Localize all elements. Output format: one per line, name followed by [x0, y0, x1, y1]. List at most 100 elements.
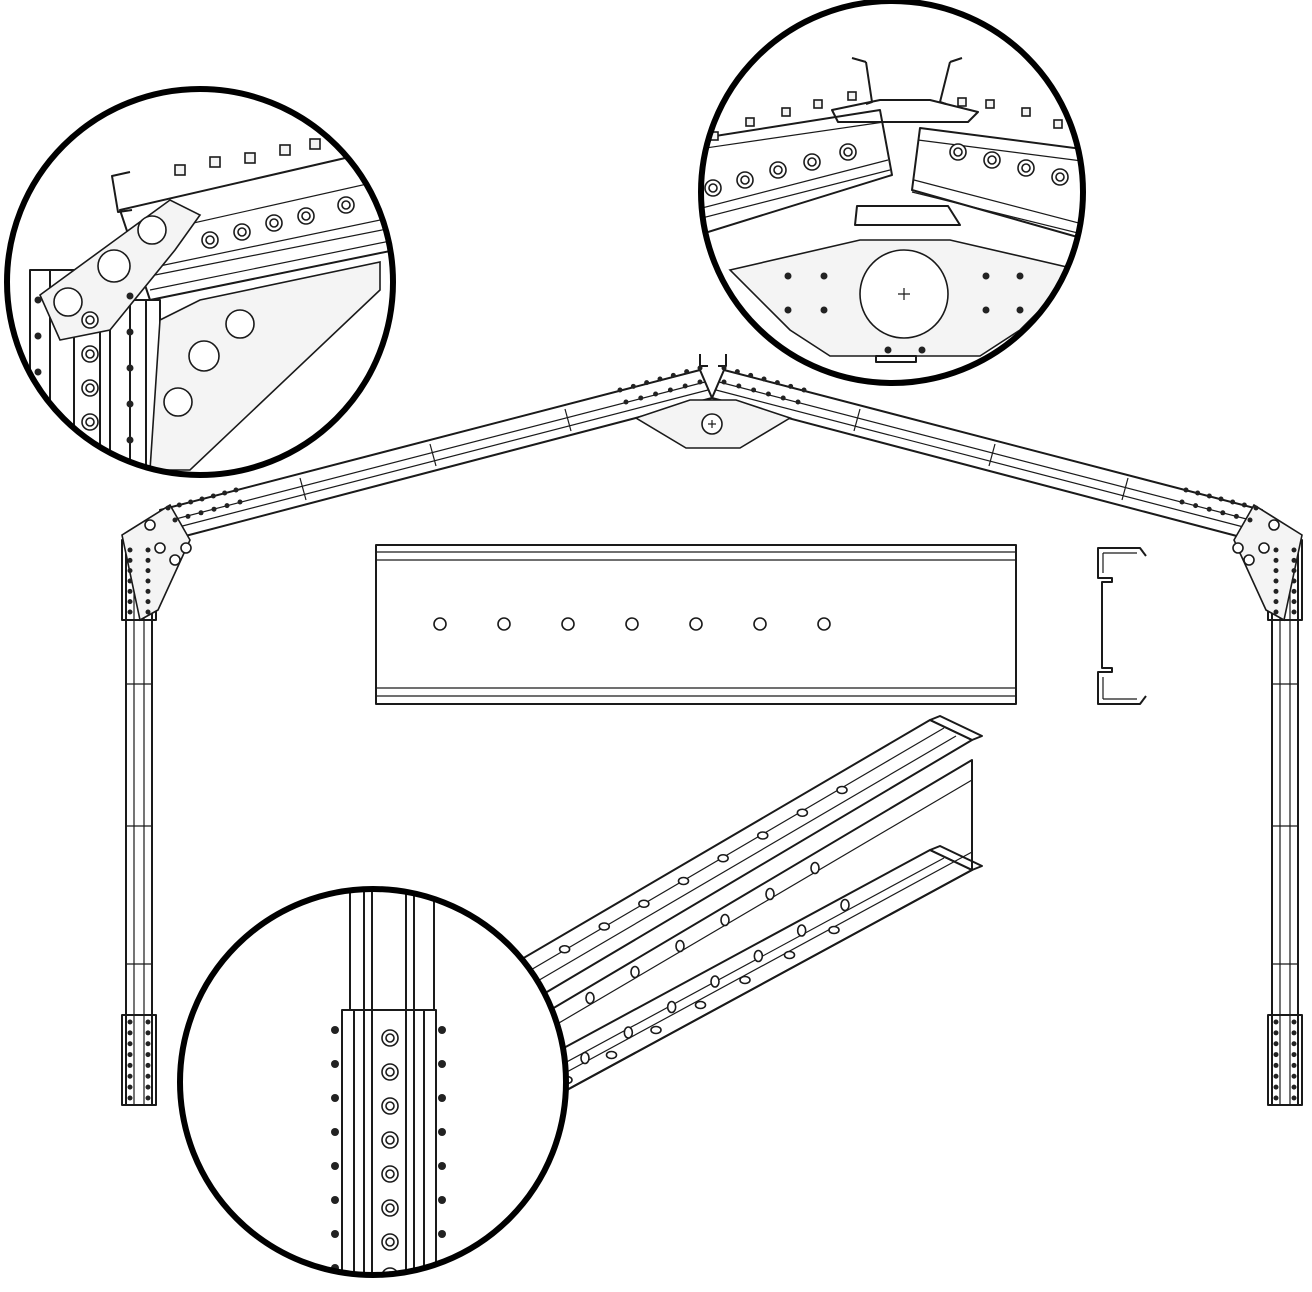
bolt	[127, 557, 133, 563]
top-flange-hole	[836, 785, 848, 795]
top-flange-hole	[796, 808, 809, 818]
bolt-inner	[301, 211, 311, 221]
bolt-inner	[740, 175, 750, 185]
bolt	[1273, 1041, 1279, 1047]
isometric-hole-grid	[519, 785, 850, 1085]
bolt	[1206, 493, 1212, 499]
bolt-head	[279, 144, 291, 156]
bolt	[34, 404, 42, 412]
bolt-inner	[205, 235, 215, 245]
bolt	[1273, 609, 1279, 615]
bolt	[1291, 1095, 1297, 1101]
bolt	[721, 379, 727, 385]
bolt	[1291, 1062, 1297, 1068]
bolt	[210, 493, 216, 499]
bolt-inner	[85, 349, 95, 359]
right-column	[1267, 539, 1303, 1106]
bolt	[1273, 588, 1279, 594]
splice-bolt-group	[331, 1026, 446, 1275]
bolt-inner	[385, 1033, 395, 1043]
bolt-inner	[953, 147, 963, 157]
bolt	[145, 1095, 151, 1101]
web-hole-lower	[580, 1051, 590, 1065]
bolt	[1273, 568, 1279, 574]
bolt-inner	[773, 165, 783, 175]
web-hole-lower	[710, 975, 720, 988]
bolt	[1016, 306, 1024, 314]
bolt	[795, 399, 801, 405]
bolt	[1273, 547, 1279, 553]
web-hole-lower	[796, 924, 807, 937]
bolt-inner	[269, 218, 279, 228]
bolt	[145, 609, 151, 615]
bolt-inner	[708, 183, 718, 193]
bolt	[1291, 588, 1297, 594]
bolt	[127, 1062, 133, 1068]
column-splice-detail	[177, 886, 569, 1278]
bolt-inner	[1055, 172, 1065, 182]
bolt	[233, 487, 239, 493]
bolt	[765, 391, 771, 397]
web-hole-lower	[753, 949, 764, 963]
web-hole-upper	[630, 965, 640, 979]
bolt	[1291, 1052, 1297, 1058]
bolt	[237, 499, 243, 505]
bolt	[126, 364, 134, 372]
bolt	[1273, 1073, 1279, 1079]
bolt	[438, 1060, 446, 1068]
bolt-head	[813, 99, 823, 109]
right-rafter	[711, 369, 1263, 541]
bolt	[657, 376, 663, 382]
bolt	[81, 447, 99, 465]
bolt	[697, 379, 703, 385]
bolt	[145, 1052, 151, 1058]
ridge-plate	[634, 399, 792, 449]
bolt	[145, 1062, 151, 1068]
purlin-hole	[433, 617, 447, 631]
bolt	[127, 1041, 133, 1047]
bolt	[438, 1128, 446, 1136]
top-flange-hole	[756, 831, 769, 840]
bolt	[176, 502, 182, 508]
bolt-inner	[385, 1169, 395, 1179]
bolt-inner	[807, 157, 817, 167]
bottom-flange-hole	[605, 1050, 618, 1060]
bolt-inner	[1021, 163, 1031, 173]
bolt	[331, 1060, 339, 1068]
bolt-head	[244, 152, 256, 164]
bolt	[1273, 599, 1279, 605]
bolt	[127, 609, 133, 615]
bolt	[1253, 505, 1259, 511]
bolt	[127, 568, 133, 574]
top-flange-hole	[598, 922, 611, 931]
bolt	[1195, 490, 1201, 496]
web-hole-upper	[675, 939, 685, 953]
bolt	[1291, 578, 1297, 584]
eave-detail-border	[4, 86, 396, 478]
top-flange-hole	[677, 876, 690, 886]
bolt-head	[957, 97, 967, 107]
bolt	[198, 510, 204, 516]
bolt	[1291, 1084, 1297, 1090]
bolt	[1291, 609, 1297, 615]
bolt	[780, 395, 786, 401]
bolt	[438, 1196, 446, 1204]
web-hole-lower	[840, 898, 850, 912]
bolt	[145, 568, 151, 574]
purlin-hole	[817, 617, 831, 631]
bolt	[126, 400, 134, 408]
bolt	[145, 1041, 151, 1047]
top-flange-hole	[717, 853, 729, 863]
bolt	[801, 387, 807, 393]
bolt	[127, 1095, 133, 1101]
bolt	[1273, 1062, 1279, 1068]
bolt-inner	[987, 155, 997, 165]
bolt	[126, 292, 134, 300]
bolt	[761, 376, 767, 382]
bolt	[1291, 1030, 1297, 1036]
bolt	[145, 557, 151, 563]
bolt	[211, 506, 217, 512]
bolt-head	[209, 156, 221, 168]
bolt	[126, 328, 134, 336]
bolt	[784, 272, 792, 280]
